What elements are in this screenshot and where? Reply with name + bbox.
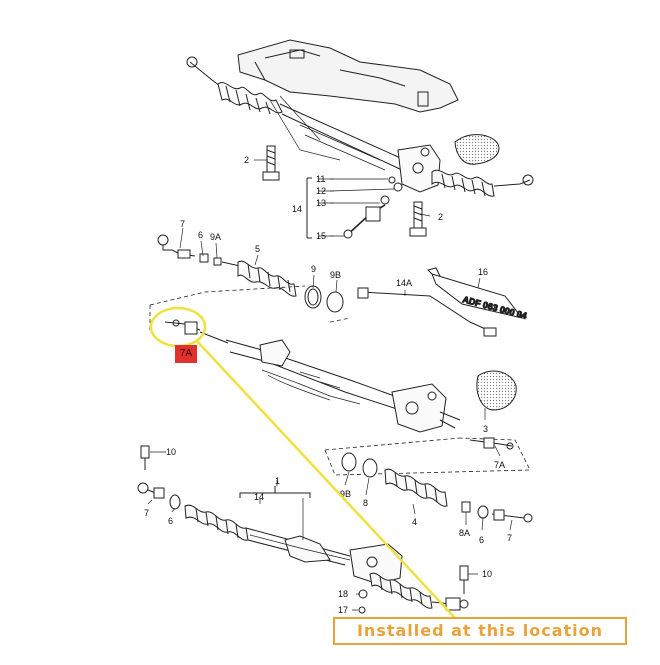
label-12: 12 bbox=[316, 186, 326, 196]
label-18: 18 bbox=[338, 589, 348, 599]
label-9A: 9A bbox=[210, 232, 221, 242]
label-10-right: 10 bbox=[482, 569, 492, 579]
part-labels: 2 2 11 12 13 14 15 7 6 9A 5 9 9B 14A 16 … bbox=[144, 155, 512, 615]
label-2-left: 2 bbox=[244, 155, 249, 165]
bolt-2-right bbox=[409, 201, 427, 237]
label-14-top: 14 bbox=[292, 204, 302, 214]
label-9: 9 bbox=[311, 264, 316, 274]
label-7-right: 7 bbox=[507, 533, 512, 543]
label-11: 11 bbox=[316, 174, 325, 184]
label-5: 5 bbox=[255, 244, 260, 254]
label-6: 6 bbox=[198, 230, 203, 240]
label-14-mid: 14 bbox=[254, 492, 264, 502]
label-7A-right: 7A bbox=[494, 460, 505, 470]
highlight-tag-7A: 7A bbox=[175, 345, 197, 363]
label-10-left: 10 bbox=[166, 447, 176, 457]
label-15: 15 bbox=[316, 231, 326, 241]
label-6-right: 6 bbox=[479, 535, 484, 545]
label-4: 4 bbox=[412, 517, 417, 527]
label-6-bottom: 6 bbox=[168, 516, 173, 526]
boot-5 bbox=[237, 260, 297, 297]
label-9B-bottom: 9B bbox=[340, 489, 351, 499]
bottom-right-boot bbox=[369, 572, 433, 609]
pointer-line bbox=[195, 339, 456, 619]
label-14A: 14A bbox=[396, 278, 412, 288]
label-3: 3 bbox=[483, 424, 488, 434]
bottom-assembly bbox=[137, 445, 533, 614]
leader-lines bbox=[147, 159, 513, 611]
location-caption: Installed at this location bbox=[333, 617, 627, 645]
label-17: 17 bbox=[338, 605, 348, 615]
label-8: 8 bbox=[363, 498, 368, 508]
label-2-right: 2 bbox=[438, 212, 443, 222]
label-9B: 9B bbox=[330, 270, 341, 280]
top-left-boot bbox=[217, 82, 283, 115]
top-right-boot bbox=[431, 169, 495, 197]
top-assembly bbox=[186, 39, 534, 239]
label-7-bottom: 7 bbox=[144, 508, 149, 518]
bottom-left-boot bbox=[184, 504, 249, 541]
label-1: 1 bbox=[275, 476, 280, 486]
label-13: 13 bbox=[316, 198, 326, 208]
boot-4 bbox=[384, 468, 448, 507]
label-8A: 8A bbox=[459, 528, 470, 538]
label-16: 16 bbox=[478, 267, 488, 277]
label-7: 7 bbox=[180, 219, 185, 229]
bolt-2-left bbox=[262, 145, 280, 181]
